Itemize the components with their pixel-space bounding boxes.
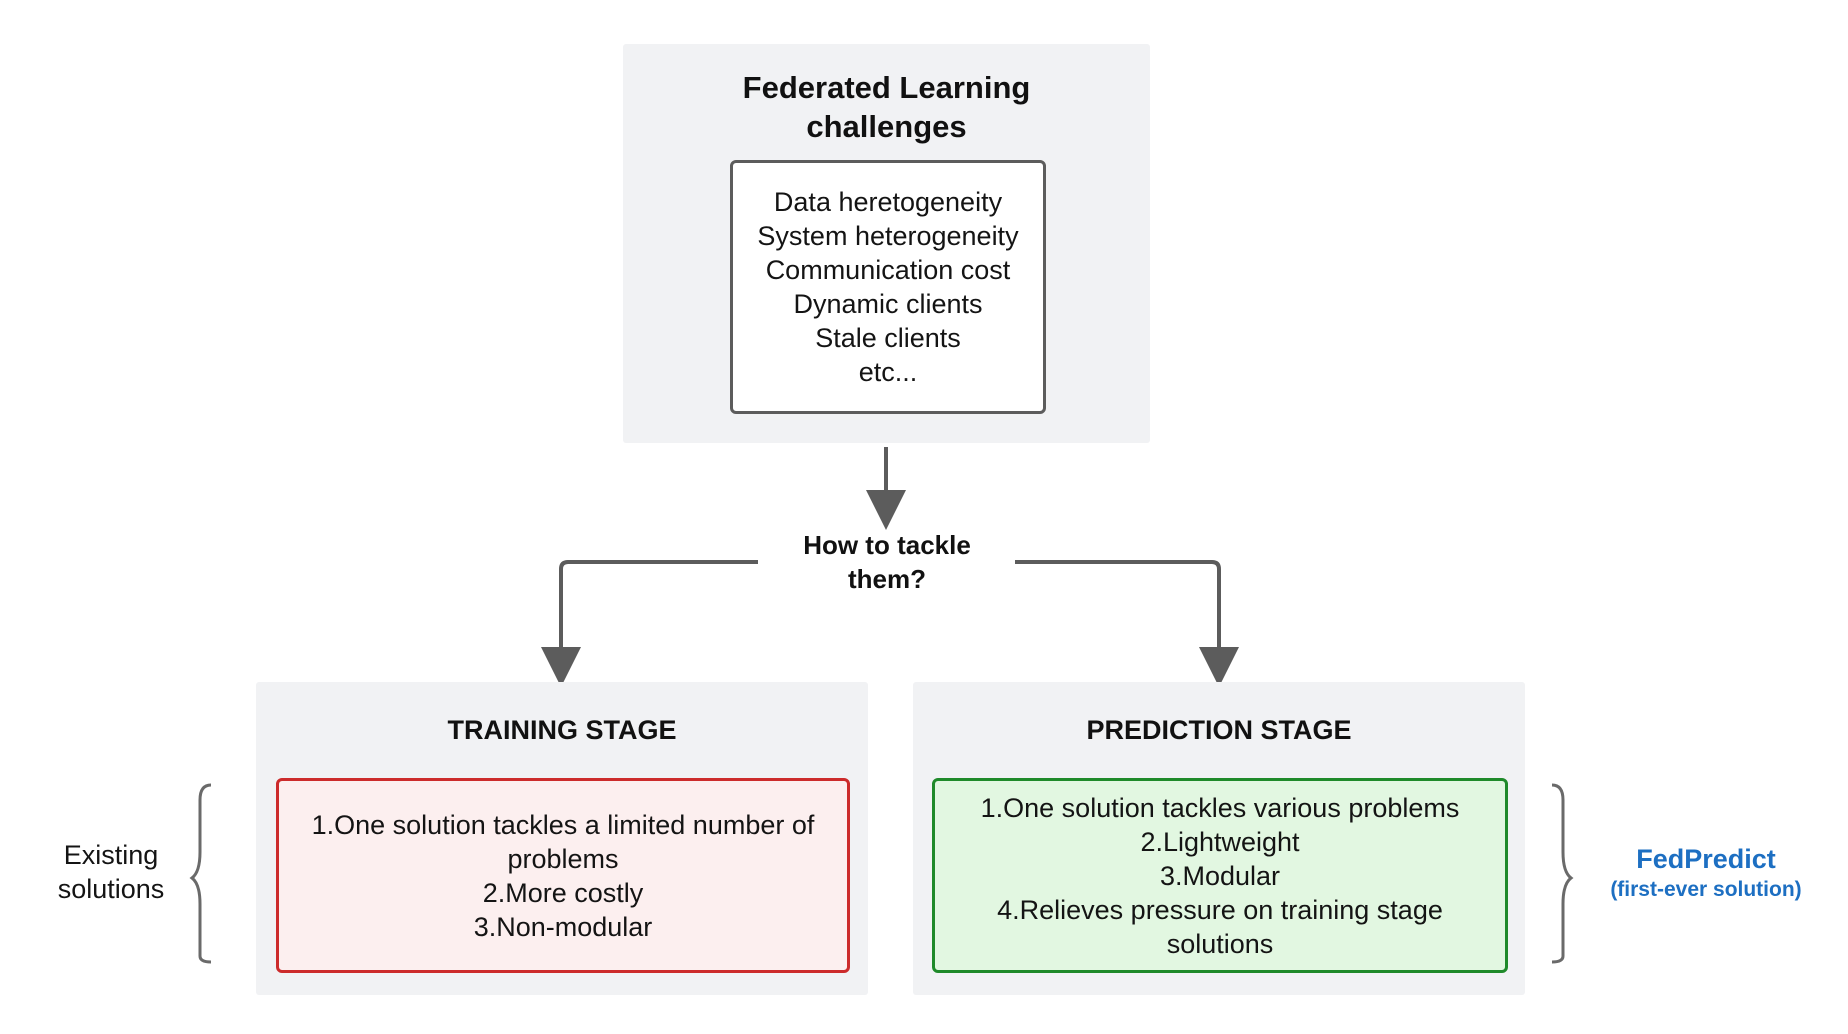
prediction-item: 3.Modular — [1159, 860, 1281, 891]
training-stage-box: 1.One solution tackles a limited number … — [276, 778, 850, 973]
challenge-item: etc... — [858, 357, 918, 387]
challenges-title-line-2: challenges — [806, 109, 967, 144]
fedpredict-name: FedPredict — [1636, 844, 1776, 874]
challenges-title-line-1: Federated Learning — [742, 70, 1031, 105]
prediction-item: 2.Lightweight — [1140, 826, 1300, 857]
fedpredict-label: FedPredict (first-ever solution) — [1582, 842, 1830, 904]
arrow-question-to-training — [541, 560, 758, 687]
prediction-stage-title: PREDICTION STAGE — [1086, 715, 1352, 745]
training-stage-title: TRAINING STAGE — [447, 715, 677, 745]
question-label: How to tackle them? — [760, 528, 1014, 596]
prediction-item: 4.Relieves pressure on training stage — [997, 894, 1443, 925]
right-brace — [1551, 783, 1574, 964]
fedpredict-note: (first-ever solution) — [1610, 878, 1802, 901]
challenges-title: Federated Learning challenges — [623, 68, 1150, 146]
challenges-list-box: Data heretogeneity System heterogeneity … — [730, 160, 1046, 414]
challenge-item: Data heretogeneity — [773, 187, 1003, 217]
training-item: 3.Non-modular — [473, 911, 653, 942]
training-item: 2.More costly — [482, 877, 644, 908]
prediction-stage-box: 1.One solution tackles various problems … — [932, 778, 1508, 973]
challenge-item: Dynamic clients — [793, 289, 983, 319]
prediction-item: solutions — [1166, 928, 1274, 959]
existing-solutions-line-2: solutions — [57, 874, 165, 904]
challenge-item: System heterogeneity — [757, 221, 1019, 251]
existing-solutions-line-1: Existing — [63, 840, 159, 870]
training-item: problems — [507, 843, 619, 874]
existing-solutions-label: Existing solutions — [36, 838, 186, 906]
prediction-item: 1.One solution tackles various problems — [980, 792, 1460, 823]
prediction-stage-panel: PREDICTION STAGE 1.One solution tackles … — [913, 682, 1525, 995]
training-item: 1.One solution tackles a limited number … — [311, 809, 815, 840]
left-brace — [189, 783, 212, 964]
challenge-item: Communication cost — [765, 255, 1011, 285]
training-stage-panel: TRAINING STAGE 1.One solution tackles a … — [256, 682, 868, 995]
challenge-item: Stale clients — [815, 323, 961, 353]
arrow-question-to-prediction — [1015, 560, 1239, 687]
question-line-2: them? — [848, 564, 926, 594]
question-line-1: How to tackle — [803, 530, 971, 560]
challenges-panel: Federated Learning challenges Data heret… — [623, 44, 1150, 443]
